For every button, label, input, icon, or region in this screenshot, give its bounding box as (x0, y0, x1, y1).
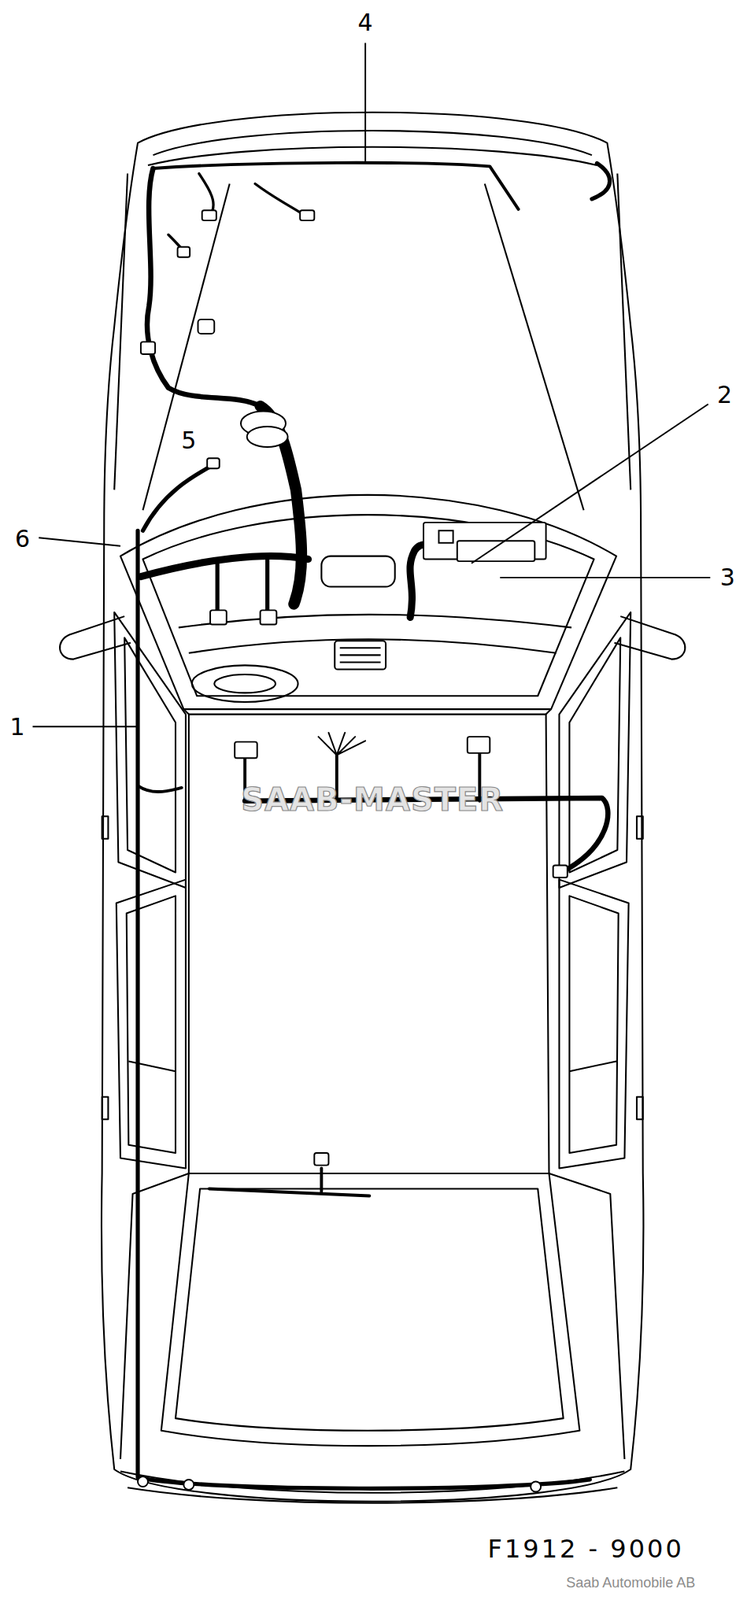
figure-number: F1912 - 9000 (488, 1536, 685, 1562)
copyright-note: Saab Automobile AB (565, 1575, 696, 1591)
watermark: SAAB-MASTER (237, 783, 507, 816)
callout-number: 4 (355, 9, 376, 37)
callout-number: 3 (717, 564, 738, 592)
callout-number: 5 (178, 427, 199, 455)
callout-number: 6 (12, 525, 33, 553)
callout-number: 1 (7, 713, 27, 741)
callout-number: 2 (714, 381, 735, 409)
